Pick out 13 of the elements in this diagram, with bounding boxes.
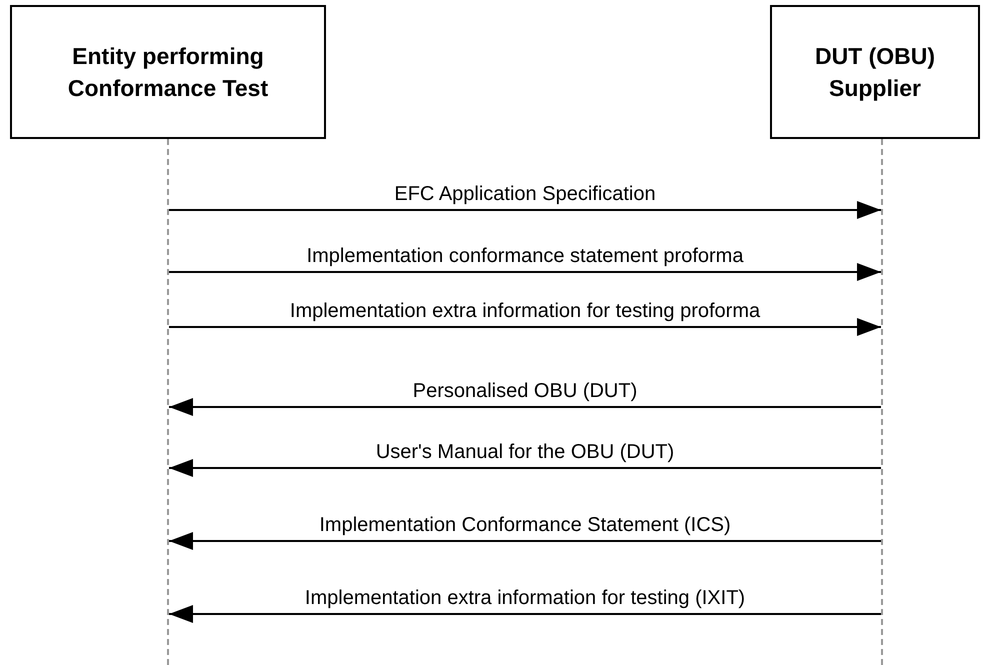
participant-box — [770, 5, 980, 139]
message-arrow — [169, 459, 881, 477]
lifeline — [881, 139, 883, 665]
lifeline — [167, 139, 169, 665]
message-arrow — [169, 201, 881, 219]
message-arrow — [169, 263, 881, 281]
message-arrow — [169, 318, 881, 336]
participant-box — [10, 5, 326, 139]
message-arrow — [169, 398, 881, 416]
message-arrow — [169, 532, 881, 550]
participant-name: DUT (OBU) Supplier — [814, 42, 936, 103]
message-arrow — [169, 605, 881, 623]
participant-name: Entity performing Conformance Test — [66, 42, 270, 103]
